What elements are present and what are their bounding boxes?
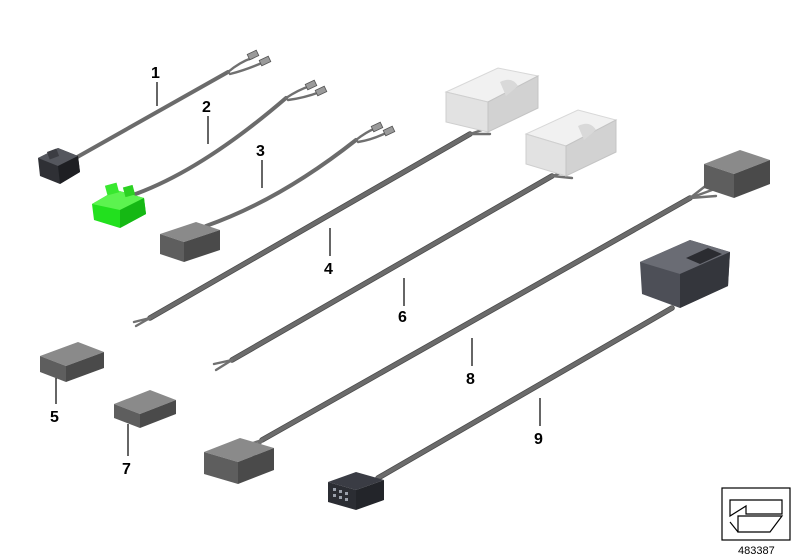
callout-6: 6 (398, 309, 407, 326)
part-1-cable (38, 49, 272, 184)
part-5-block (40, 342, 104, 382)
orientation-arrow-icon (729, 499, 784, 533)
part-8-block-bottom (204, 438, 274, 484)
orientation-reference: 483387 (721, 487, 791, 557)
callout-9: 9 (534, 431, 543, 448)
part-2-cable (92, 79, 328, 228)
callout-2: 2 (202, 99, 211, 116)
callout-4: 4 (324, 261, 333, 278)
part-6-cable (212, 109, 618, 372)
part-7-block (114, 390, 176, 428)
reference-number: 483387 (738, 545, 775, 557)
part-9-plug (328, 472, 384, 510)
callout-3: 3 (256, 143, 265, 160)
part-4-cable (132, 67, 540, 328)
part-3-block (160, 222, 220, 262)
part-6-white-connector (524, 109, 618, 177)
part-8-block-top (704, 150, 770, 198)
callout-5: 5 (50, 409, 59, 426)
part-9-dark-connector (640, 240, 730, 308)
part-2-connector-highlighted (92, 182, 146, 228)
part-3-cable (160, 121, 396, 262)
part-9-cable (328, 240, 730, 510)
orientation-frame (721, 487, 791, 541)
callout-1: 1 (151, 65, 160, 82)
part-8-cable (204, 150, 770, 484)
part-4-white-connector (444, 67, 540, 133)
part-1-connector (38, 148, 80, 184)
leader-lines (55, 82, 541, 456)
callout-8: 8 (466, 371, 475, 388)
callout-7: 7 (122, 461, 131, 478)
